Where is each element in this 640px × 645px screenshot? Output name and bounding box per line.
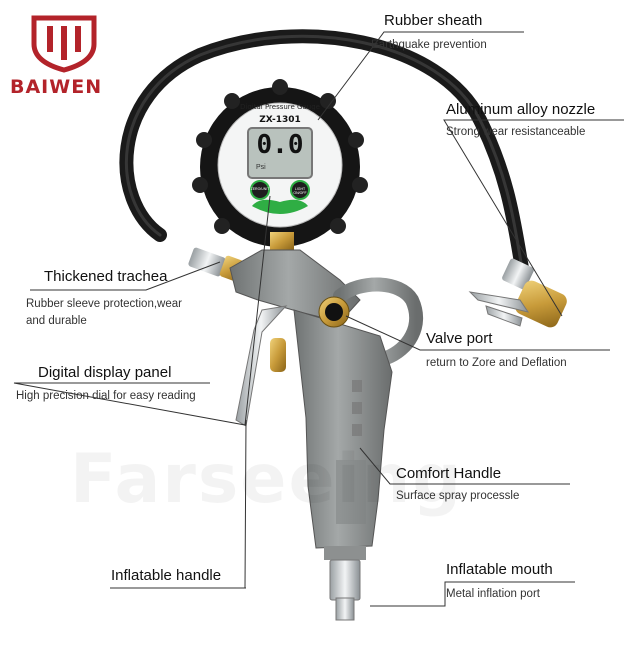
callout-nozzle-desc: Strong wear resistanceable [446, 126, 586, 138]
callout-trachea-desc-line2: and durable [26, 315, 87, 327]
callout-handle-desc: Surface spray processle [396, 490, 520, 502]
gauge-stem [270, 232, 294, 250]
inflatable-mouth-connector [324, 546, 366, 621]
watermark: Farseeing [70, 440, 463, 519]
gauge-light-button-label: LIGHT ON/OFF [293, 187, 307, 195]
gauge-zero-button-label: ZERO/UNIT [250, 187, 270, 191]
gauge-unit: Psi [256, 164, 266, 171]
callout-mouth-desc: Metal inflation port [446, 588, 540, 600]
brand-logo-icon [31, 15, 97, 73]
callout-trachea-desc-line1: Rubber sleeve protection,wear [26, 298, 182, 310]
callout-valve-title: Valve port [426, 330, 493, 347]
brand-name: BAIWEN [10, 76, 103, 98]
leader-lines [13, 31, 624, 607]
callout-handle-title: Comfort Handle [396, 465, 502, 482]
callout-display-title: Digital display panel [38, 364, 172, 381]
callout-rubber-sheath-title: Rubber sheath [384, 12, 483, 29]
gauge-arc-text: Digital Pressure Gauge [240, 103, 320, 111]
pressure-gauge [192, 79, 368, 247]
trigger-lever [235, 305, 288, 427]
callout-inflatable-handle-title: Inflatable handle [111, 567, 222, 584]
valve-port [318, 296, 350, 328]
gauge-model: ZX-1301 [259, 115, 301, 125]
callout-mouth-title: Inflatable mouth [446, 561, 553, 578]
nozzle-assembly [468, 258, 567, 328]
callout-nozzle-title: Aluminum alloy nozzle [446, 101, 596, 118]
gauge-reading: 0.0 [256, 130, 304, 160]
callout-rubber-sheath-desc: Earthquake prevention [371, 39, 487, 51]
callout-trachea-title: Thickened trachea [44, 268, 168, 285]
callout-valve-desc: return to Zore and Deflation [426, 357, 567, 369]
callout-display-desc: High precision dial for easy reading [16, 390, 196, 402]
